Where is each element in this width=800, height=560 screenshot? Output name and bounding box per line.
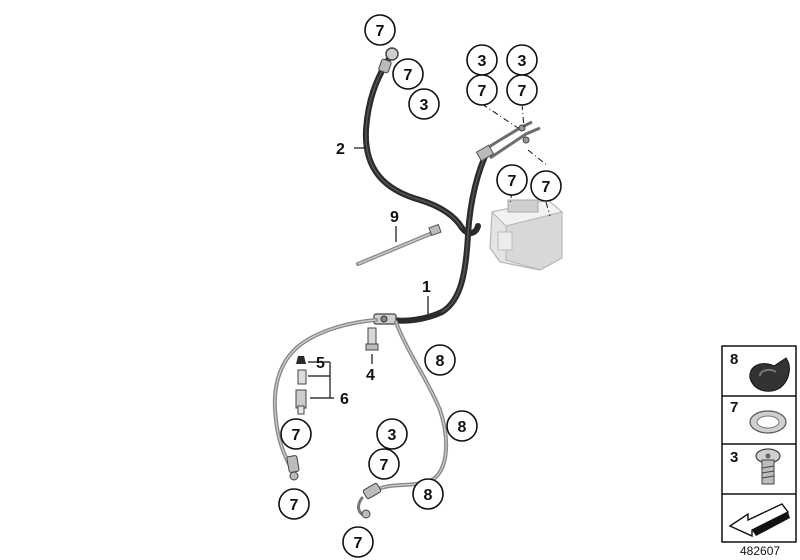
cable-tie-9 xyxy=(356,223,442,266)
legend-row-sealing-ring: 7 xyxy=(730,399,787,434)
screw-4 xyxy=(365,327,379,351)
brake-line-left xyxy=(272,318,378,481)
legend-row-banjo-bolt: 3 xyxy=(730,448,781,485)
label-4: 4 xyxy=(366,367,375,384)
callout-3-mod-right: 3 xyxy=(518,53,527,70)
callout-7-mod-lower-right: 7 xyxy=(542,179,551,196)
label-6: 6 xyxy=(340,391,349,408)
bleeder-valve-6 xyxy=(295,369,307,415)
brake-line-right xyxy=(357,320,449,519)
legend-num-8: 8 xyxy=(730,351,738,368)
callout-7-right-line: 7 xyxy=(380,457,389,474)
callout-7-mod-right: 7 xyxy=(518,83,527,100)
label-5: 5 xyxy=(316,355,325,372)
callout-7-left-bottom: 7 xyxy=(290,497,299,514)
parts-legend: 8 7 3 xyxy=(721,345,797,543)
distributor-junction xyxy=(373,313,397,325)
legend-row-clip: 8 xyxy=(730,351,790,392)
label-1: 1 xyxy=(422,279,431,296)
callout-8-middle: 8 xyxy=(458,419,467,436)
callout-7-right-bottom: 7 xyxy=(354,535,363,552)
arrow-icon xyxy=(728,503,790,538)
label-2: 2 xyxy=(336,141,345,158)
sealing-ring-icon xyxy=(749,410,787,434)
reference-number: 482607 xyxy=(740,544,780,558)
callout-3-mod-left: 3 xyxy=(478,53,487,70)
callout-7-left-line: 7 xyxy=(292,427,301,444)
callout-7-top: 7 xyxy=(376,23,385,40)
label-leaders xyxy=(308,147,429,399)
brake-hose-1 xyxy=(389,147,491,324)
legend-num-7: 7 xyxy=(730,399,738,416)
callout-circles xyxy=(278,14,562,558)
callout-3-hose2: 3 xyxy=(420,97,429,114)
callout-7-mod-left: 7 xyxy=(478,83,487,100)
callout-7-hose2: 7 xyxy=(404,67,413,84)
callout-3-right-line: 3 xyxy=(388,427,397,444)
legend-num-3: 3 xyxy=(730,449,738,466)
label-9: 9 xyxy=(390,209,399,226)
abs-pressure-modulator xyxy=(475,120,564,271)
legend-row-arrow xyxy=(728,503,790,538)
callout-8-lower: 8 xyxy=(424,487,433,504)
banjo-bolt-icon xyxy=(755,448,781,485)
clip-icon xyxy=(749,357,790,392)
callout-7-mod-lower-left: 7 xyxy=(508,173,517,190)
callout-8-upper: 8 xyxy=(436,353,445,370)
bleeder-cap-5 xyxy=(296,356,306,364)
